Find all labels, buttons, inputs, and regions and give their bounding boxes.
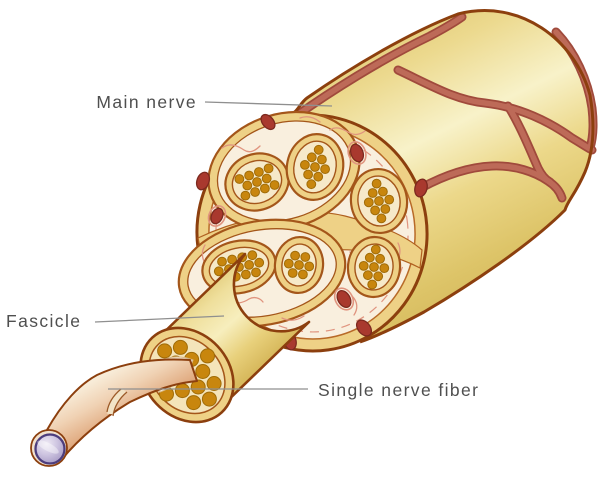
nerve-fiber-dot — [374, 196, 384, 206]
nerve-fiber-dot — [298, 269, 308, 280]
nerve-fiber-dot — [317, 154, 327, 165]
nerve-fiber-dot — [174, 383, 190, 399]
nerve-fiber-dot — [242, 180, 253, 191]
nerve-fiber-dot — [303, 169, 314, 180]
fascicles-layer — [201, 133, 409, 299]
nerve-fiber-dot — [290, 250, 301, 261]
fascicle-bottom-middle — [273, 235, 325, 295]
capillary — [333, 287, 355, 311]
nerve-fiber-dot — [247, 250, 258, 261]
fascicle-right-upper — [349, 167, 409, 235]
nerve-fiber-dot — [227, 254, 238, 265]
nerve-fiber-dot — [384, 194, 395, 205]
nerve-fiber-dot — [195, 364, 211, 379]
nerve-fiber-dot — [306, 179, 317, 190]
nerve-fiber-dot — [254, 257, 265, 268]
nerve-fiber-dot — [358, 261, 369, 271]
nerve-fiber-dot — [287, 268, 298, 278]
nerve-fiber-dot — [240, 190, 251, 201]
nerve-fiber-dot — [320, 164, 331, 175]
rim-vessel-node — [195, 171, 211, 191]
nerve-fiber-dot — [254, 167, 264, 177]
nerve-fiber-dot — [294, 260, 304, 270]
nerve-fiber-dot — [373, 271, 384, 282]
nerve-fiber-dot — [370, 244, 381, 255]
nerve-fiber-dot — [201, 391, 217, 407]
fascicle-label: Fascicle — [6, 311, 81, 331]
nerve-fiber-dot — [304, 261, 315, 272]
nerve-fiber-dot — [369, 262, 379, 272]
nerve-fiber-dot — [363, 270, 373, 281]
main-nerve-label: Main nerve — [96, 92, 197, 112]
nerve-fiber-dot — [306, 152, 317, 163]
nerve-fiber-dot — [251, 267, 261, 278]
nerve-fiber-dot — [313, 144, 324, 155]
nerve-fiber-dot — [172, 339, 188, 355]
nerve-fiber-dot — [310, 162, 320, 172]
nerve-fiber-dot — [217, 256, 227, 267]
fascicle-pointer-line — [94, 315, 225, 323]
nerve-fiber-dot — [200, 348, 215, 364]
nerve-fiber-dot — [364, 252, 375, 263]
annotations: Main nerve Fascicle Single nerve fiber — [6, 92, 479, 400]
nerve-fiber-dot — [370, 205, 381, 216]
nerve-fiber-dot — [300, 160, 310, 170]
nerve-fiber-dot — [206, 376, 222, 391]
nerve-fiber-dot — [371, 178, 382, 189]
nerve-fiber-dot — [234, 174, 245, 184]
nerve-fiber-dot — [375, 253, 386, 264]
vessel-top-edge — [293, 14, 465, 119]
nerve-fiber-dot — [244, 260, 255, 270]
nerve-fiber-dot — [250, 187, 261, 197]
nerve-fiber-dot — [241, 269, 251, 280]
nerve-fiber-dot — [261, 173, 272, 184]
myelin-collar — [106, 387, 128, 417]
nerve-fiber-dot — [300, 252, 311, 262]
rim-vessel-node — [414, 178, 428, 198]
nerve-fiber-dot — [363, 197, 374, 208]
capillary — [347, 141, 367, 165]
nerve-fiber-dot — [213, 266, 224, 277]
nerve-fiber-dot — [313, 171, 324, 182]
fascicle-right-lower — [346, 235, 402, 299]
rim-vessel-node — [260, 113, 276, 131]
nerve-fiber-dot — [244, 170, 255, 181]
nerve-fiber-dot — [190, 379, 206, 395]
nerve-fiber-dot — [283, 258, 294, 269]
capillary — [207, 205, 227, 227]
nerve-fiber-dot — [379, 263, 390, 274]
nerve-fiber-dot — [367, 279, 378, 290]
nerve-fiber-dot — [380, 204, 391, 214]
nerve-fiber-dot — [252, 177, 262, 187]
nerve-fiber-dot — [186, 395, 202, 411]
axon-tip — [34, 433, 66, 465]
nerve-fiber-dot — [157, 343, 173, 359]
fascicle-top-middle — [285, 133, 345, 201]
nerve-fiber-dot — [378, 186, 388, 197]
main-nerve-pointer-line — [204, 101, 333, 107]
single-nerve-fiber-label: Single nerve fiber — [318, 380, 479, 400]
axon-sheen — [37, 440, 59, 454]
nerve-fiber-dot — [367, 188, 378, 198]
nerve-fiber-dot — [269, 180, 280, 190]
capillaries — [207, 141, 367, 311]
single-nerve-fiber-structure — [30, 356, 198, 467]
nerve-fiber-dot — [260, 183, 270, 194]
vessel-lower — [418, 163, 565, 201]
nerve-fiber-dot — [376, 213, 387, 224]
nerve-fiber-dot — [263, 163, 274, 174]
rim-vessel-node — [355, 319, 373, 337]
vessel-branch-upper — [395, 67, 595, 153]
